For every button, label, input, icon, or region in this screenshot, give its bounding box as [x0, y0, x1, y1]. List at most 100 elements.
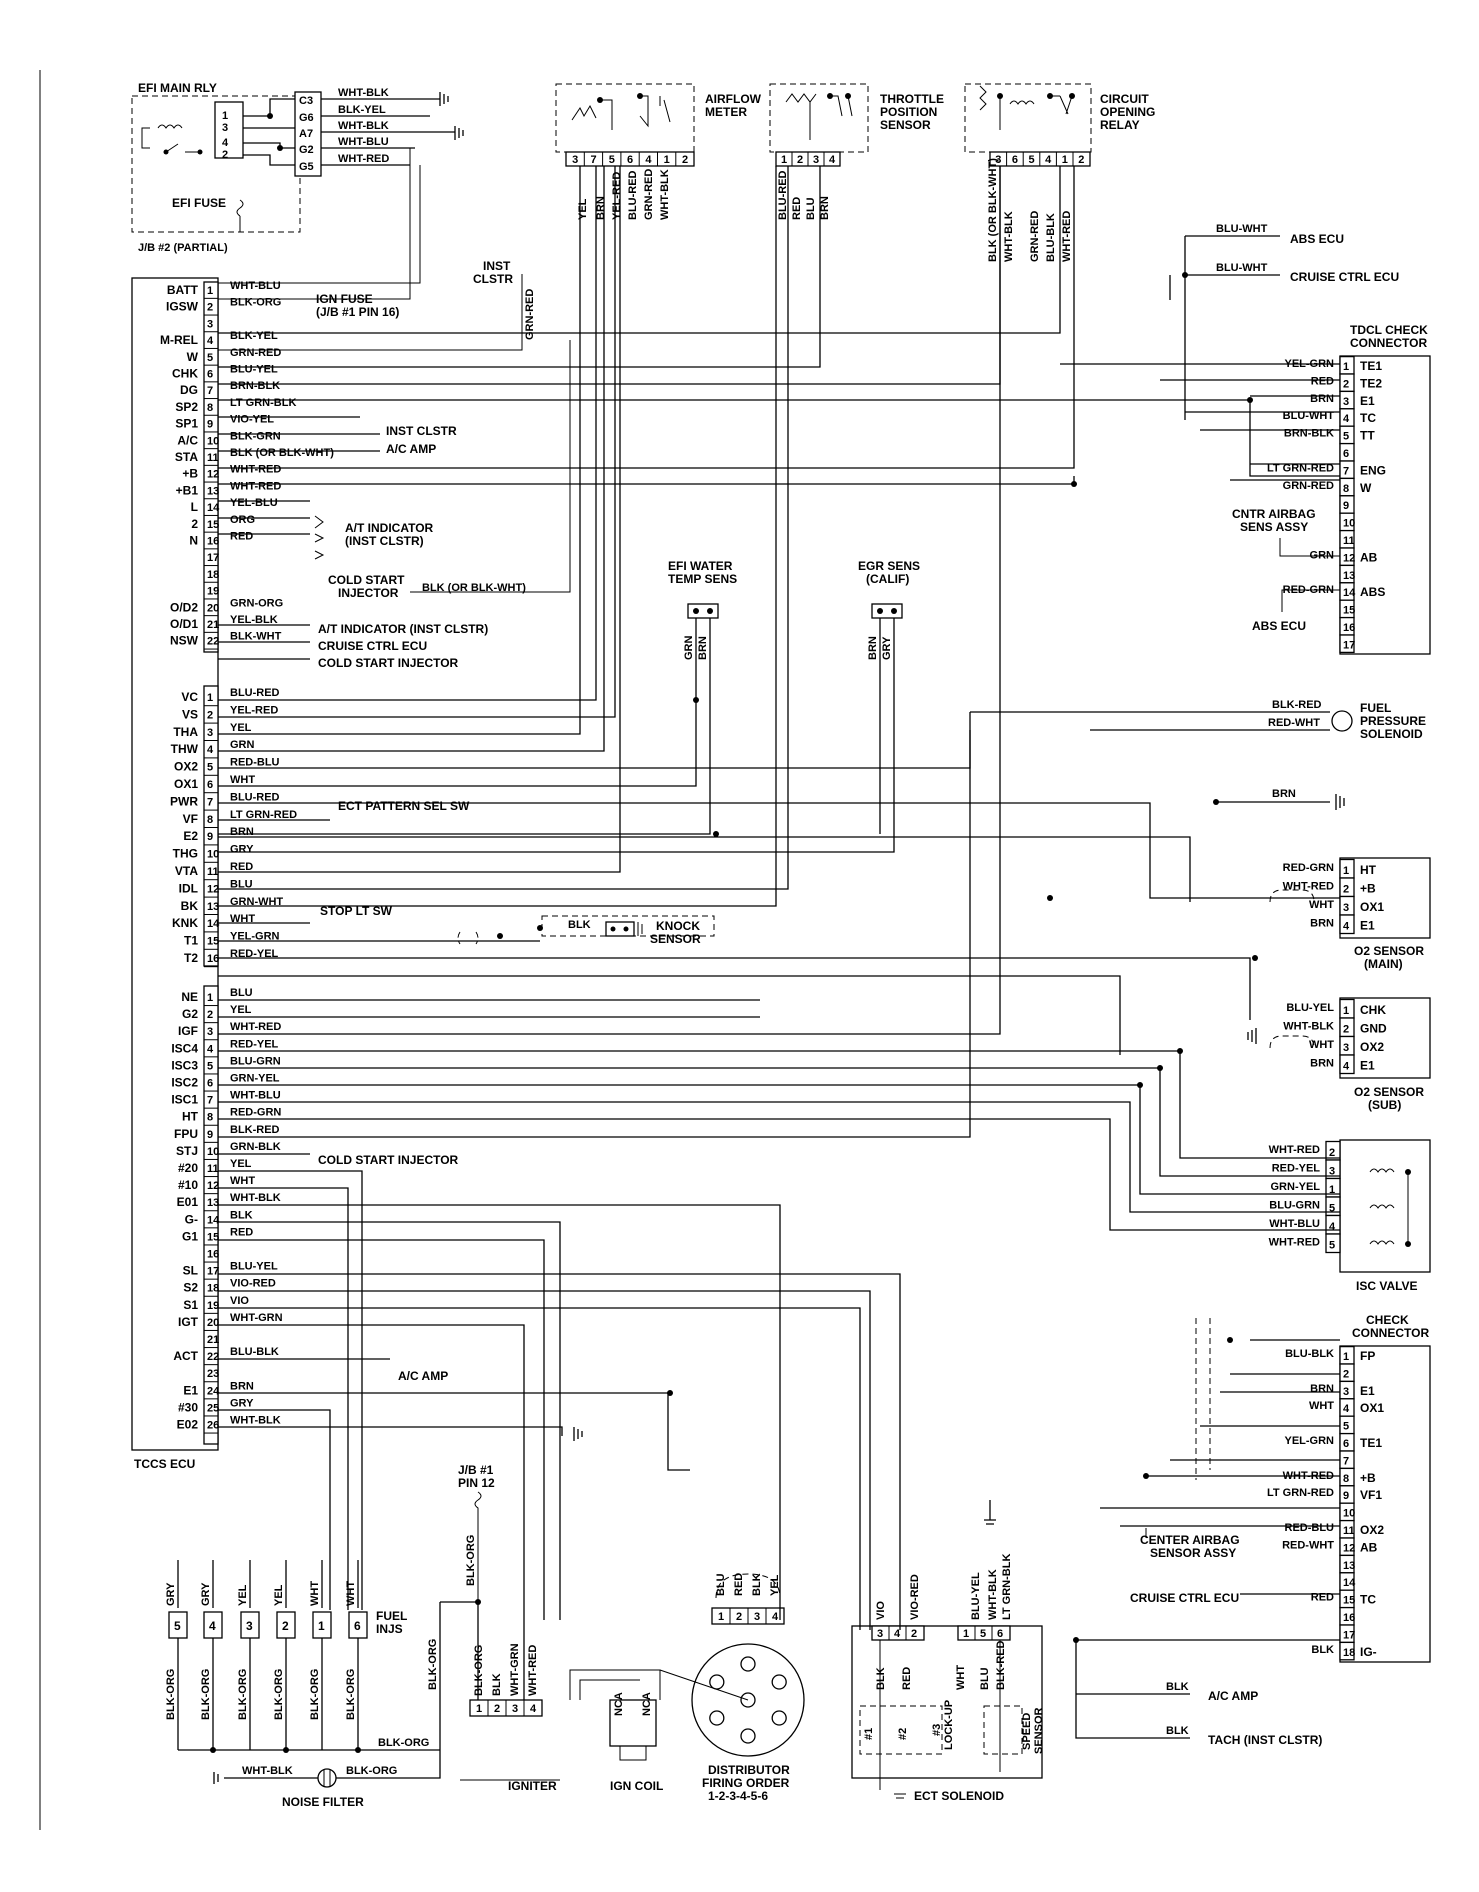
tccs-conn1-block — [203, 281, 219, 653]
tccs-pin-number: 7 — [207, 385, 213, 397]
wire-label: BLU — [715, 1573, 727, 1596]
relay-pin: 1 — [222, 110, 228, 122]
brn-ground-wire — [1216, 794, 1345, 810]
tccs-pin-number: 15 — [207, 519, 219, 531]
batt-wire — [218, 165, 421, 284]
tccs-wire-label: YEL-RED — [230, 704, 278, 716]
tccs-terminal-name: BK — [181, 899, 199, 913]
tccs-pin-number: 3 — [207, 727, 213, 739]
circuit-label: CIRCUIT — [1100, 92, 1149, 106]
ground-icon — [439, 92, 449, 106]
tccs-terminal-name: VF — [183, 812, 198, 826]
ect-ground-wire — [879, 1640, 1001, 1799]
o2-main-outline — [1339, 857, 1431, 939]
tccs-wire-label: BLK-YEL — [230, 330, 278, 342]
jb1-label: PIN 12 — [458, 1476, 495, 1490]
speed-sensor-group — [983, 1705, 1023, 1755]
fuel-pressure-solenoid: BLK-RED RED-WHT FUEL PRESSURE SOLENOID — [970, 699, 1426, 741]
ground-icon — [213, 1772, 219, 1784]
injectors-label: FUEL — [376, 1609, 407, 1623]
splice-dot — [1073, 1637, 1079, 1643]
jb1-pin12: J/B #1 PIN 12 BLK-ORG — [439, 1463, 495, 1720]
tccs-wire-label: ORG — [230, 514, 255, 526]
wire-label: BLK — [568, 919, 591, 931]
wire-label: RED — [901, 1667, 913, 1690]
connector-wire-label: RED-GRN — [1283, 862, 1334, 874]
tccs-pin-number: 15 — [207, 1231, 219, 1243]
distributor-pin: 1 — [718, 1611, 724, 1623]
igniter-pin: 1 — [476, 1703, 482, 1715]
wire-label: WHT — [345, 1581, 357, 1606]
tccs-wire-label: RED — [230, 861, 253, 873]
tccs-pin-number: 6 — [207, 779, 213, 791]
tccs-pin-number: 13 — [207, 901, 219, 913]
airflow-outline — [555, 83, 695, 153]
inst-clstr-label: INST — [483, 259, 511, 273]
sensor-pin: 1 — [664, 154, 670, 166]
speed-sensor-label: SENSOR — [1033, 1707, 1045, 1754]
wire-label: WHT-BLK — [659, 169, 671, 220]
knock-label: SENSOR — [650, 932, 701, 946]
tccs-pin-number: 10 — [207, 849, 219, 861]
connector-terminal: W — [1360, 481, 1372, 495]
connector-terminal: VF1 — [1360, 1488, 1382, 1502]
tccs-wire-label: WHT — [230, 913, 255, 925]
tccs-terminal-name: THG — [173, 847, 198, 861]
tccs-terminal-name: +B — [182, 467, 198, 481]
tccs-wire-label: LT GRN-BLK — [230, 397, 296, 409]
distributor-pin: 2 — [736, 1611, 742, 1623]
tccs-pin-number: 24 — [207, 1385, 220, 1397]
splice-dot — [537, 925, 543, 931]
splice-dot — [355, 1747, 361, 1753]
dest-label: CRUISE CTRL ECU — [318, 639, 427, 653]
connector-pin: 5 — [1329, 1240, 1335, 1252]
ign-coil-wires — [569, 1669, 661, 1700]
harness-wire — [218, 1084, 1340, 1195]
wire-label: BLU-BLK — [1045, 213, 1057, 262]
sensor-pin: 5 — [609, 154, 615, 166]
wire-label: BLK (OR BLK-WHT) — [987, 158, 999, 262]
efi-water-temp-sensor: EFI WATER TEMP SENS GRN BRN — [218, 559, 737, 835]
ect-pins-left — [871, 1625, 925, 1641]
ect-pin: 2 — [911, 1628, 917, 1640]
tccs-wire-label: YEL — [230, 1158, 252, 1170]
ect-label: ECT SOLENOID — [914, 1789, 1004, 1803]
connector-terminal: E1 — [1360, 394, 1375, 408]
injector-number: 2 — [282, 1619, 289, 1633]
splice-dot — [1143, 1473, 1149, 1479]
harness-wires — [218, 166, 1340, 1700]
speed-sensor-label: SPEED — [1021, 1713, 1033, 1750]
connector-pin: 1 — [1343, 1351, 1349, 1363]
connector-pin: 14 — [1343, 587, 1356, 599]
harness-wire — [218, 166, 597, 701]
connector-wire-label: BRN — [1310, 1058, 1334, 1070]
harness-wire — [218, 1101, 1340, 1213]
tccs-pin-number: 2 — [207, 302, 213, 314]
ect-sol-label: #1 — [863, 1728, 875, 1740]
center-airbag-label: SENSOR ASSY — [1150, 1546, 1236, 1560]
sensor-pin: 6 — [1012, 154, 1018, 166]
connector-pin: 5 — [1343, 1421, 1349, 1433]
ect-pin: 6 — [997, 1628, 1003, 1640]
connector-wire-label: WHT-RED — [1269, 1237, 1320, 1249]
tccs-pin-number: 7 — [207, 796, 213, 808]
dest-label: A/C AMP — [386, 442, 436, 456]
tccs-pin-number: 14 — [207, 1214, 220, 1226]
wire-label: BRN — [867, 636, 879, 660]
tccs-pin-number: 14 — [207, 918, 220, 930]
tccs-wire-label: WHT-BLU — [230, 1090, 281, 1102]
connector-pin: 3 — [1329, 1166, 1335, 1178]
wire-label: WHT-RED — [338, 153, 389, 165]
wire-label: BLK-ORG — [309, 1669, 321, 1720]
connector-pin: 15 — [1343, 1595, 1355, 1607]
ect-pins-right — [957, 1625, 1011, 1641]
distributor-terminal — [740, 1656, 756, 1672]
harness-wire — [218, 1324, 525, 1700]
wire-label: YEL — [577, 198, 589, 220]
wire-label: WHT-BLK — [242, 1765, 293, 1777]
tccs-terminal-name: E02 — [177, 1418, 199, 1432]
tccs-wire-label: GRN-WHT — [230, 896, 283, 908]
wire-label: WHT-GRN — [509, 1643, 521, 1696]
splice-dot — [1047, 895, 1053, 901]
